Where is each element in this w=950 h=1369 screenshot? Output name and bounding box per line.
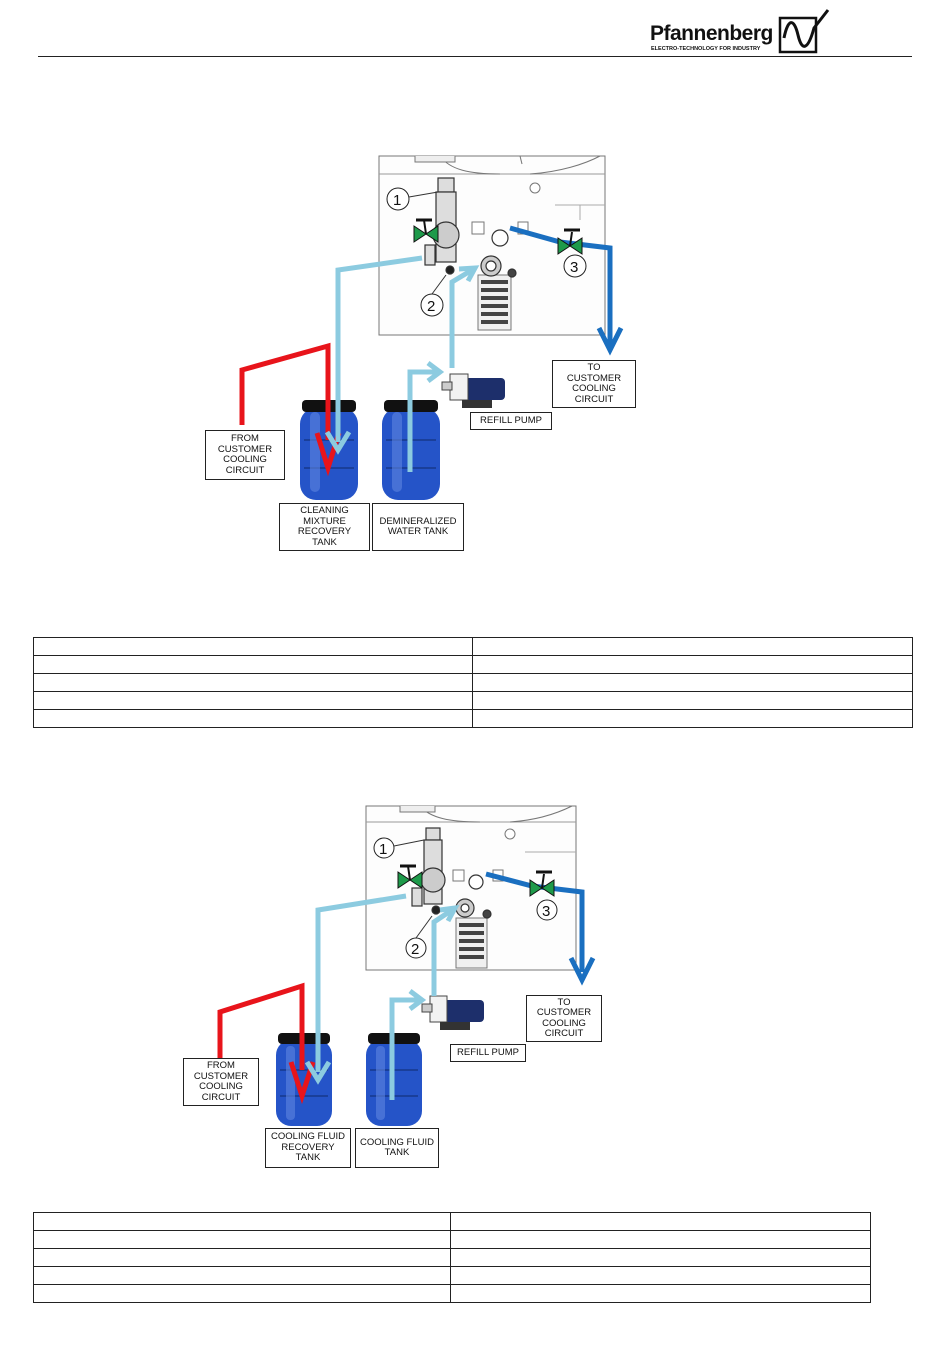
table-row bbox=[33, 673, 913, 692]
table-row bbox=[33, 709, 913, 728]
valve-1-icon bbox=[413, 218, 439, 243]
chiller-unit bbox=[365, 805, 577, 971]
table-cell bbox=[33, 1248, 451, 1267]
manifold bbox=[424, 177, 517, 278]
label-to-customer: TO CUSTOMER COOLING CIRCUIT bbox=[526, 995, 602, 1042]
manifold bbox=[411, 827, 492, 919]
label-from-customer: FROM CUSTOMER COOLING CIRCUIT bbox=[183, 1058, 259, 1106]
label-from-customer: FROM CUSTOMER COOLING CIRCUIT bbox=[205, 430, 285, 480]
table-row bbox=[33, 691, 913, 710]
callout-1: 1 bbox=[379, 841, 387, 858]
figure-2-diagram: 1 2 3 bbox=[180, 800, 620, 1172]
label-right-tank: COOLING FLUID TANK bbox=[355, 1128, 439, 1168]
callout-markers bbox=[386, 187, 587, 317]
table-row bbox=[33, 655, 913, 674]
header-rule bbox=[38, 56, 912, 57]
table-cell bbox=[33, 637, 473, 656]
table-cell bbox=[33, 691, 473, 710]
callout-2: 2 bbox=[427, 298, 435, 315]
label-refill-pump: REFILL PUMP bbox=[450, 1044, 526, 1062]
table-cell bbox=[33, 673, 473, 692]
table-cell bbox=[33, 1230, 451, 1249]
figure-2-drawing: 1 2 3 bbox=[217, 805, 596, 1126]
table-1 bbox=[33, 637, 913, 728]
figure-1-diagram: 1 2 3 bbox=[200, 150, 660, 560]
table-cell bbox=[472, 655, 913, 674]
table-row bbox=[33, 1284, 871, 1303]
table-cell bbox=[450, 1230, 871, 1249]
valve-1-icon bbox=[397, 864, 423, 889]
table-2 bbox=[33, 1212, 871, 1303]
table-cell bbox=[33, 1284, 451, 1303]
brand-wave-icon bbox=[778, 9, 830, 54]
table-cell bbox=[472, 709, 913, 728]
callout-3: 3 bbox=[542, 903, 550, 920]
brand-tagline: ELECTRO-TECHNOLOGY FOR INDUSTRY bbox=[651, 46, 761, 52]
table-cell bbox=[472, 673, 913, 692]
table-cell bbox=[472, 637, 913, 656]
label-right-tank: DEMINERALIZED WATER TANK bbox=[372, 503, 464, 551]
callout-1: 1 bbox=[393, 192, 401, 209]
table-cell bbox=[33, 1266, 451, 1285]
valve-3-icon bbox=[529, 870, 555, 897]
callout-2: 2 bbox=[411, 941, 419, 958]
refill-pump bbox=[441, 373, 505, 408]
table-row bbox=[33, 637, 913, 656]
table-cell bbox=[450, 1284, 871, 1303]
label-left-tank: CLEANING MIXTURE RECOVERY TANK bbox=[279, 503, 370, 551]
refill-pump bbox=[421, 995, 484, 1030]
table-row bbox=[33, 1230, 871, 1249]
table-cell bbox=[450, 1248, 871, 1267]
brand-name: Pfannenberg bbox=[650, 22, 773, 45]
callout-3: 3 bbox=[570, 259, 578, 276]
figure-1-drawing: 1 2 3 bbox=[239, 155, 624, 500]
table-cell bbox=[33, 655, 473, 674]
table-row bbox=[33, 1248, 871, 1267]
table-cell bbox=[33, 709, 473, 728]
table-cell bbox=[33, 1212, 451, 1231]
label-left-tank: COOLING FLUID RECOVERY TANK bbox=[265, 1128, 351, 1168]
table-cell bbox=[450, 1212, 871, 1231]
label-refill-pump: REFILL PUMP bbox=[470, 412, 552, 430]
table-row bbox=[33, 1212, 871, 1231]
label-to-customer: TO CUSTOMER COOLING CIRCUIT bbox=[552, 360, 636, 408]
table-cell bbox=[472, 691, 913, 710]
table-cell bbox=[450, 1266, 871, 1285]
callout-markers bbox=[373, 837, 558, 959]
table-row bbox=[33, 1266, 871, 1285]
pfannenberg-logo: Pfannenberg ELECTRO-TECHNOLOGY FOR INDUS… bbox=[650, 8, 835, 54]
valve-3-icon bbox=[557, 228, 583, 255]
